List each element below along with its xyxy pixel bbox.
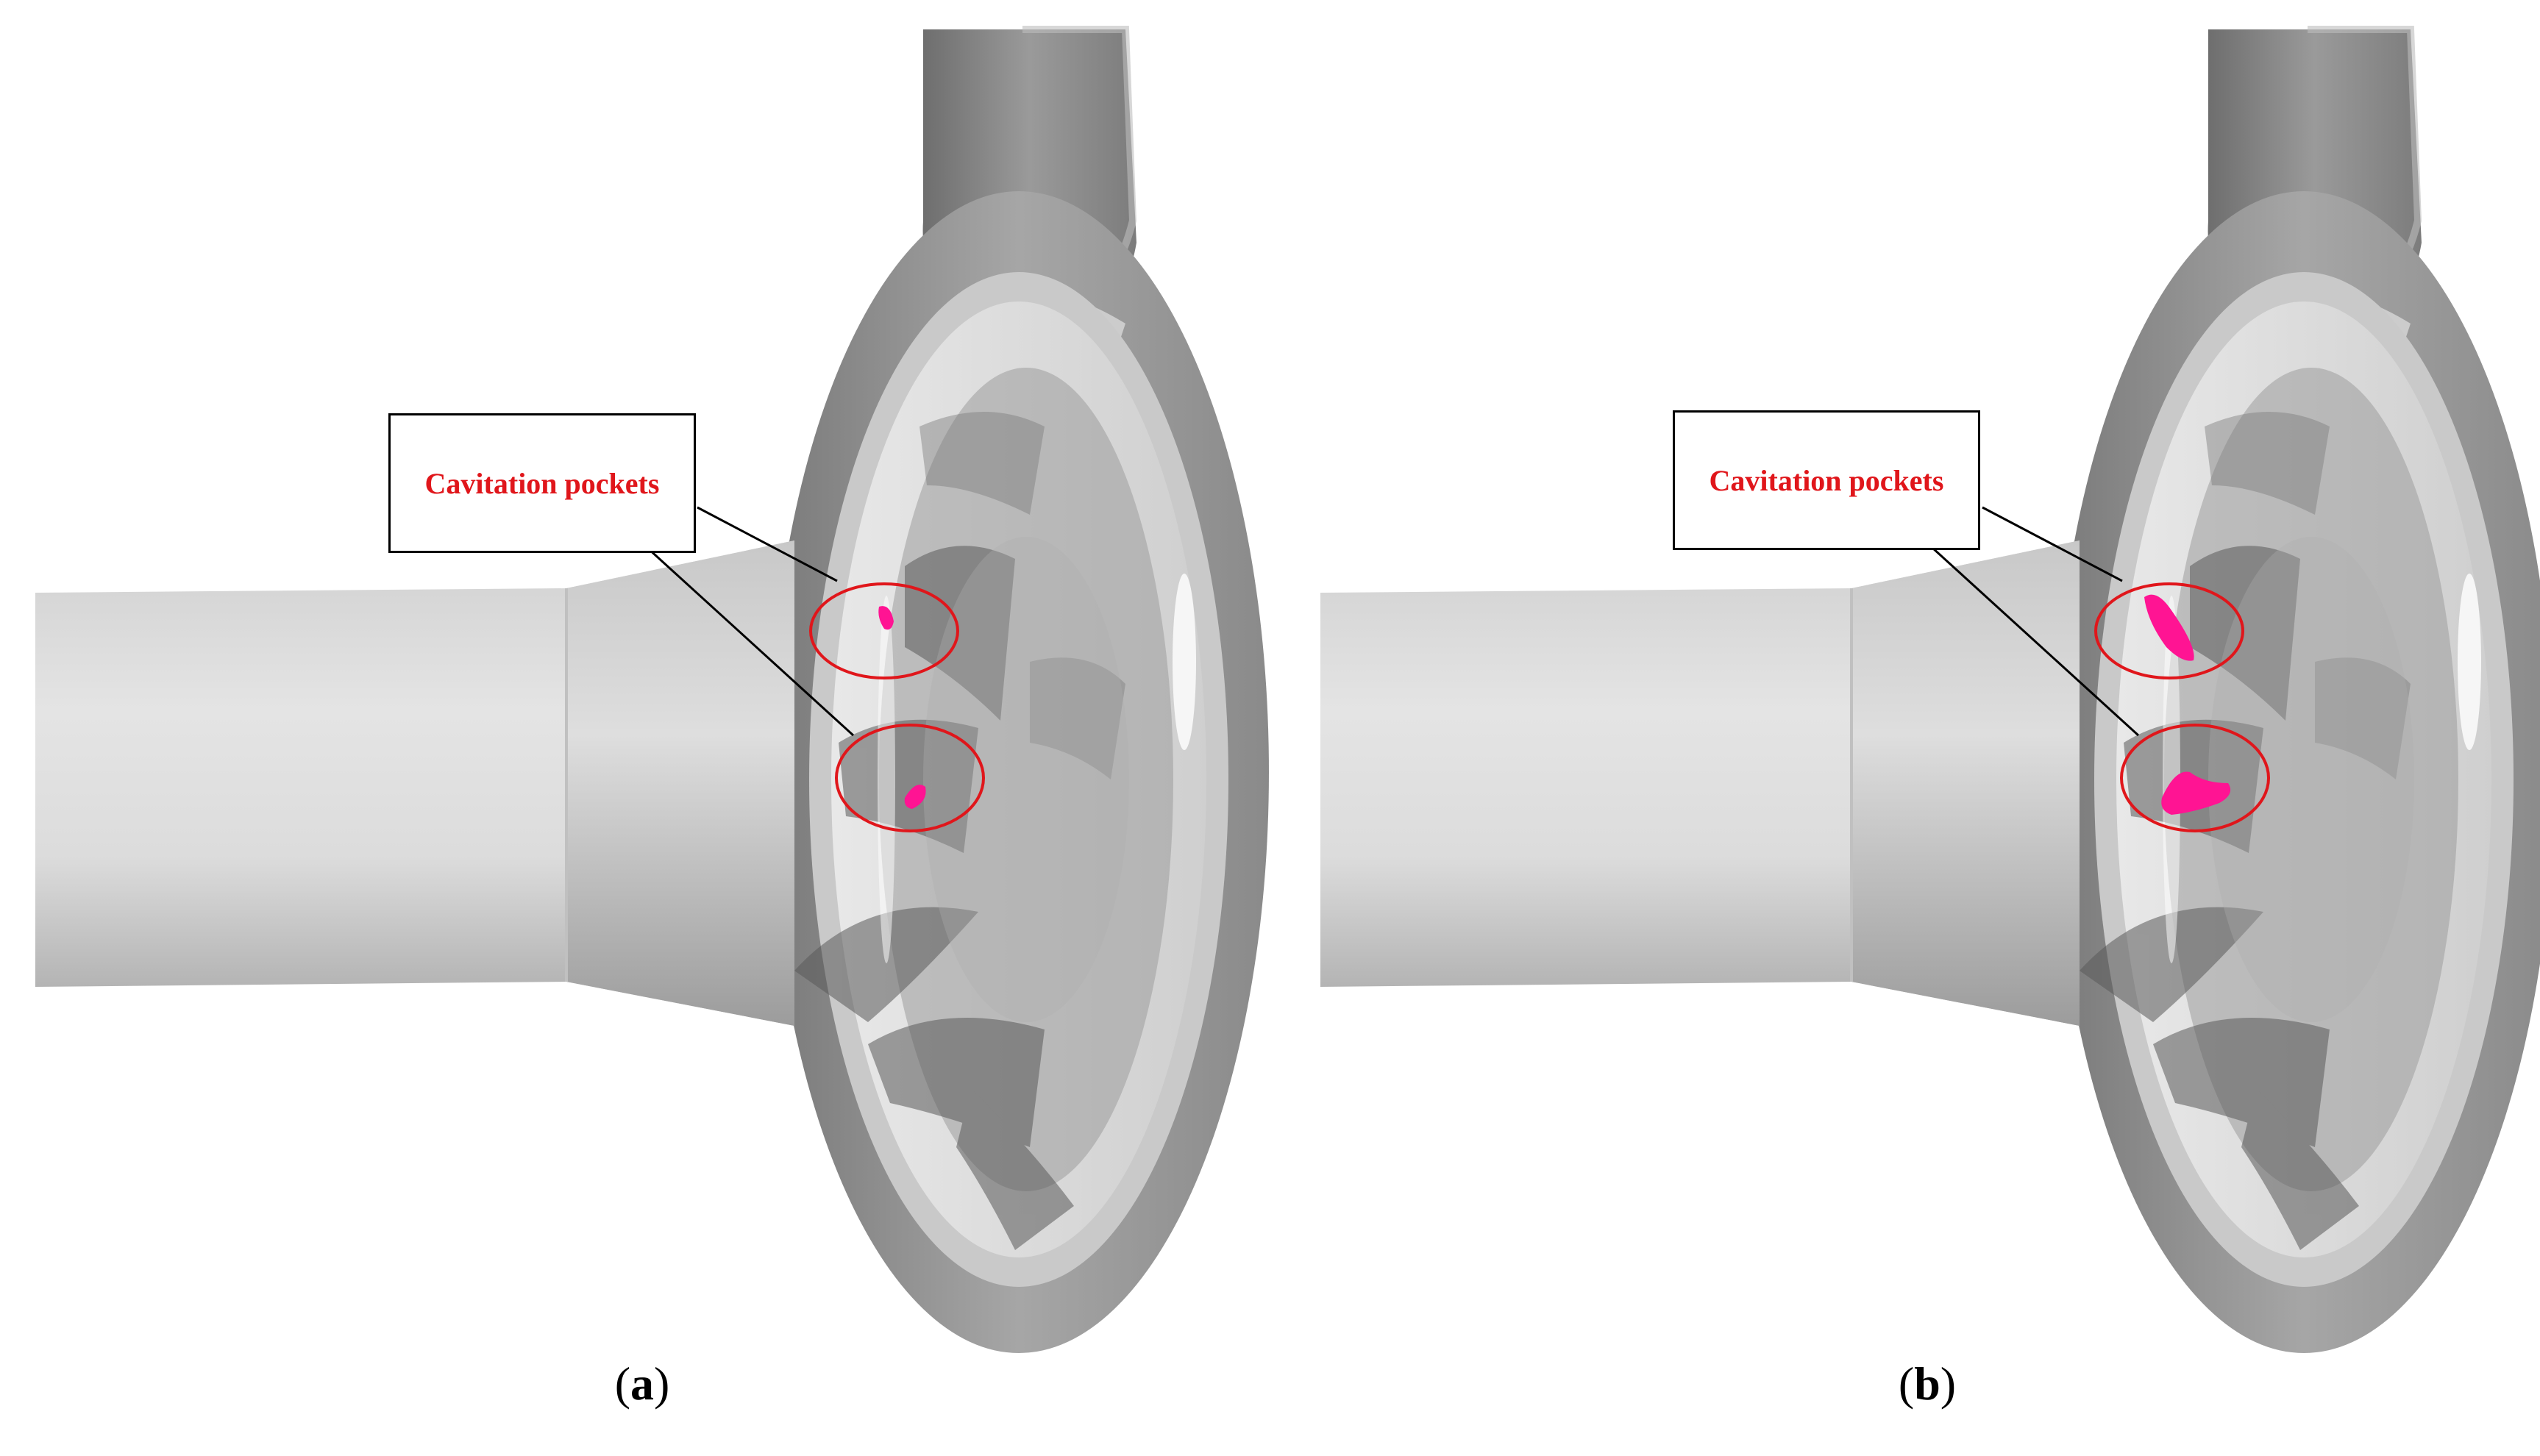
leader-line-upper-a <box>697 506 838 582</box>
caption-b: (b) <box>1898 1357 1957 1410</box>
cavitation-pocket-upper-b <box>2144 594 2194 661</box>
cavitation-pocket-lower-b <box>2161 771 2231 815</box>
callout-box-b: Cavitation pockets <box>1673 410 1980 550</box>
panel-a <box>35 29 1269 1353</box>
callout-label-a: Cavitation pockets <box>424 466 660 500</box>
leader-line-upper-b <box>1982 506 2123 582</box>
leader-line-lower-a <box>646 546 855 737</box>
highlight-circle-lower-b <box>2120 724 2270 832</box>
panel-b <box>1320 29 2540 1353</box>
highlight-circle-upper-b <box>2094 582 2244 679</box>
highlight-circle-lower-a <box>835 724 985 832</box>
caption-letter-a: a <box>630 1357 654 1410</box>
cavitation-pocket-lower-a <box>904 785 926 809</box>
callout-label-b: Cavitation pockets <box>1709 463 1944 497</box>
cavitation-pocket-upper-a <box>878 606 894 630</box>
caption-a: (a) <box>614 1357 670 1410</box>
pump-model-b <box>1320 29 2540 1353</box>
caption-letter-b: b <box>1914 1357 1940 1410</box>
pump-model-a <box>35 29 1269 1353</box>
highlight-circle-upper-a <box>809 582 959 679</box>
callout-box-a: Cavitation pockets <box>388 413 696 553</box>
leader-line-lower-b <box>1931 546 2140 737</box>
